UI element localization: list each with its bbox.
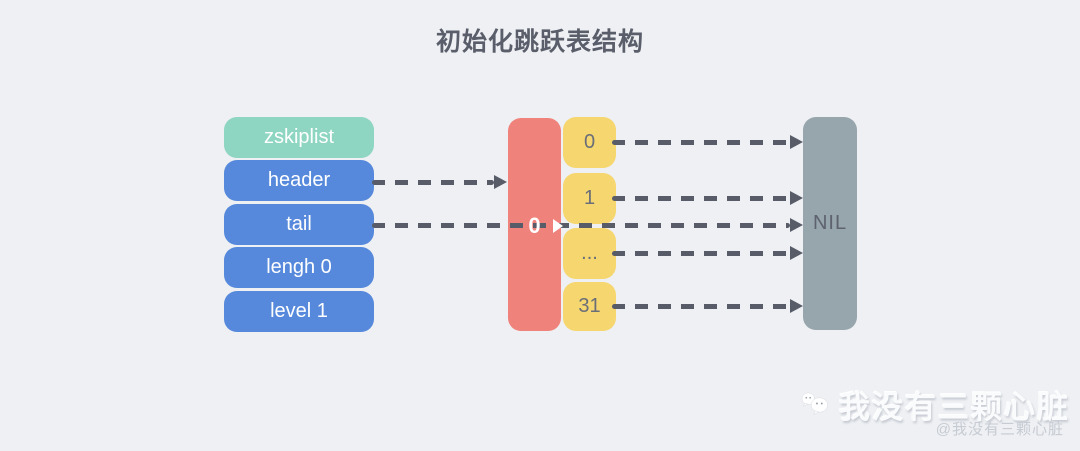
level-row-31: 31 (563, 282, 616, 331)
level-row-ellipsis-label: ... (581, 242, 598, 264)
level-1-arrowhead-icon (790, 191, 803, 205)
tail-field-label: tail (286, 213, 312, 235)
level-31-arrow-line (612, 304, 790, 309)
level-row-1: 1 (563, 173, 616, 224)
node-zero-label: 0 (528, 213, 541, 238)
page-title: 初始化跳跃表结构 (435, 28, 644, 56)
length-field-label: lengh 0 (266, 256, 332, 278)
level-ellipsis-arrowhead-icon (790, 246, 803, 260)
level-row-0-label: 0 (583, 131, 596, 153)
header-arrow-line (372, 180, 494, 185)
level-field-label: level 1 (270, 300, 328, 322)
nil-box: NIL (803, 117, 857, 330)
nil-label: NIL (812, 212, 848, 234)
header-field-label: header (267, 169, 331, 191)
level-ellipsis-arrow-line (612, 251, 790, 256)
header-arrowhead-icon (494, 175, 507, 189)
tail-arrow-line (372, 223, 790, 228)
watermark-handle: @我没有三颗心脏 (935, 421, 1064, 438)
level-row-1-label: 1 (583, 187, 596, 209)
zskiplist-label: zskiplist (263, 126, 334, 148)
level-0-arrow-line (612, 140, 790, 145)
level-row-31-label: 31 (578, 295, 601, 317)
level-31-arrowhead-icon (790, 299, 803, 313)
level-field-box: level 1 (224, 291, 374, 332)
level-row-0: 0 (563, 117, 616, 168)
level-0-arrowhead-icon (790, 135, 803, 149)
zskiplist-box: zskiplist (224, 117, 374, 158)
header-field-box: header (224, 160, 374, 201)
tail-arrowhead-icon (790, 218, 803, 232)
tail-junction-arrow-icon (553, 219, 563, 233)
level-row-ellipsis: ... (563, 228, 616, 279)
length-field-box: lengh 0 (224, 247, 374, 288)
level-1-arrow-line (612, 196, 790, 201)
watermark: 我没有三颗心脏 (800, 376, 1070, 446)
wechat-bubbles-icon (801, 392, 828, 416)
tail-field-box: tail (224, 204, 374, 245)
watermark-name: 我没有三颗心脏 (839, 389, 1070, 425)
